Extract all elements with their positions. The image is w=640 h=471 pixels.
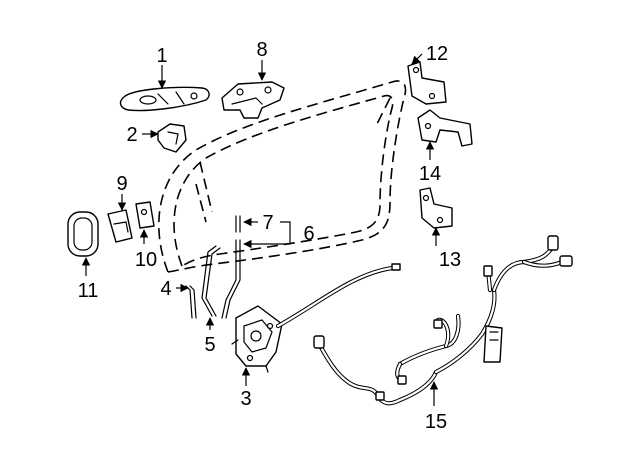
callout-6: 6: [303, 223, 314, 245]
door-wiring-harness: [313, 235, 573, 406]
handle-reinforcement-frame: [221, 81, 285, 119]
door-latch-actuator: [231, 305, 283, 373]
callout-labels: 1 2 3 4 5 6 7 8 9 10 11 12 13 14 15: [78, 39, 462, 433]
callout-leaders: [81, 53, 441, 406]
callout-9: 9: [116, 173, 127, 195]
door-outline: [158, 80, 407, 273]
striker-shim: [135, 201, 155, 229]
callout-3: 3: [240, 388, 251, 410]
outside-door-handle: [119, 86, 210, 112]
upper-door-hinge: [407, 61, 447, 105]
door-check-strap: [417, 109, 473, 147]
lower-door-hinge: [419, 187, 453, 229]
latch-release-cable: [275, 263, 401, 329]
callout-12: 12: [426, 43, 448, 65]
handle-bracket: [157, 123, 187, 153]
actuator-rod: [221, 239, 241, 319]
callout-14: 14: [419, 163, 441, 185]
callout-8: 8: [256, 39, 267, 61]
callout-5: 5: [204, 334, 215, 356]
inside-handle-rod: [201, 245, 221, 317]
callout-15: 15: [425, 411, 447, 433]
callout-1: 1: [156, 45, 167, 67]
callout-10: 10: [135, 249, 157, 271]
door-striker: [107, 209, 133, 243]
callout-7: 7: [262, 212, 273, 234]
rod-clip: [235, 215, 241, 233]
callout-11: 11: [78, 280, 99, 302]
lock-rod: [185, 285, 197, 319]
callout-4: 4: [160, 278, 171, 300]
callout-13: 13: [439, 249, 461, 271]
striker-cover: [67, 211, 99, 257]
callout-2: 2: [126, 124, 137, 146]
